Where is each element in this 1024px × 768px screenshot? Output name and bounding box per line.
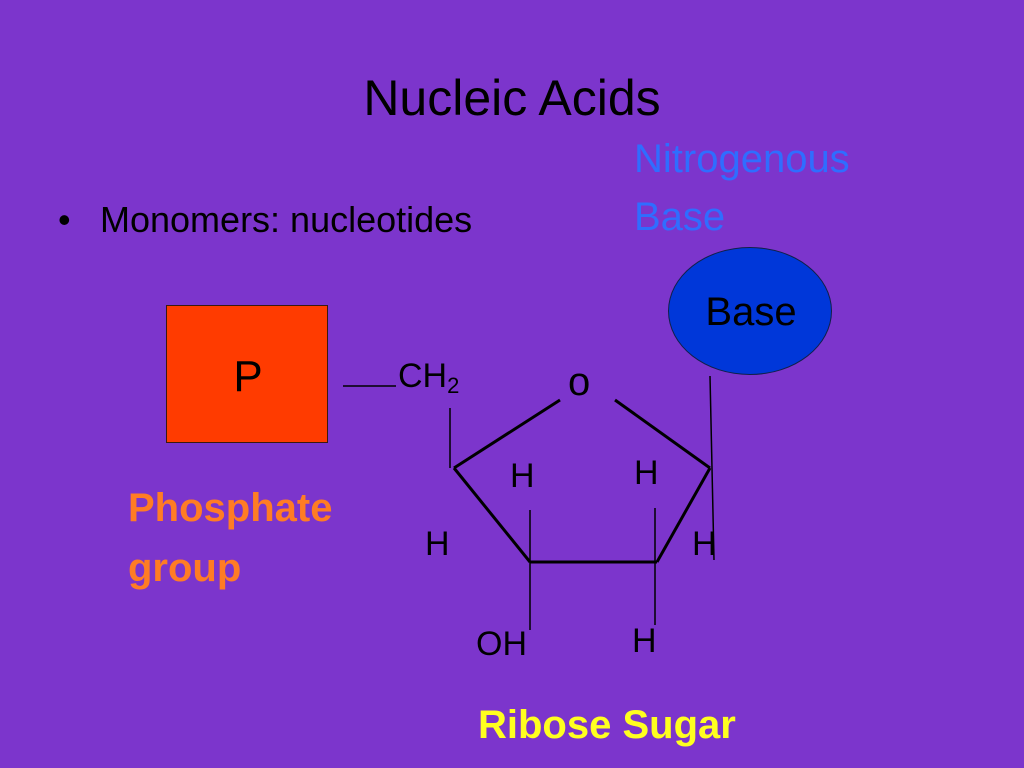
- ring-bond-o-c1: [614, 398, 711, 470]
- ch2-main: CH: [398, 357, 448, 395]
- phosphate-group-label: Phosphate group: [128, 486, 333, 590]
- ribose-sugar-label: Ribose Sugar: [478, 703, 736, 747]
- phosphate-box: P: [166, 305, 328, 443]
- nitrogenous-base-label: Nitrogenous Base: [634, 137, 850, 239]
- oh-group-c3: OH: [476, 625, 527, 663]
- bullet-text: Monomers: nucleotides: [100, 199, 473, 240]
- bullet-item: • Monomers: nucleotides: [58, 196, 472, 244]
- ch2-group: CH2: [398, 356, 459, 406]
- h-atom-c3-upper: H: [510, 457, 535, 495]
- slide-title: Nucleic Acids: [363, 70, 661, 126]
- h-atom-c4: H: [425, 525, 450, 563]
- ch2-subscript: 2: [447, 373, 460, 398]
- h-atom-c2-lower: H: [632, 622, 657, 660]
- ring-bond-c3-c4: [452, 467, 532, 563]
- ring-bond-c1-c2: [655, 467, 712, 563]
- c1-base-bond: [709, 375, 715, 561]
- h-atom-c2-upper: H: [634, 454, 659, 492]
- base-oval: Base: [668, 247, 832, 375]
- ring-bond-c4-o: [453, 398, 561, 470]
- phosphate-letter: P: [233, 352, 263, 401]
- h-atom-c1: H: [692, 525, 717, 563]
- bullet-dot-icon: •: [58, 199, 71, 240]
- base-oval-text: Base: [705, 290, 797, 334]
- ring-oxygen: o: [568, 360, 591, 404]
